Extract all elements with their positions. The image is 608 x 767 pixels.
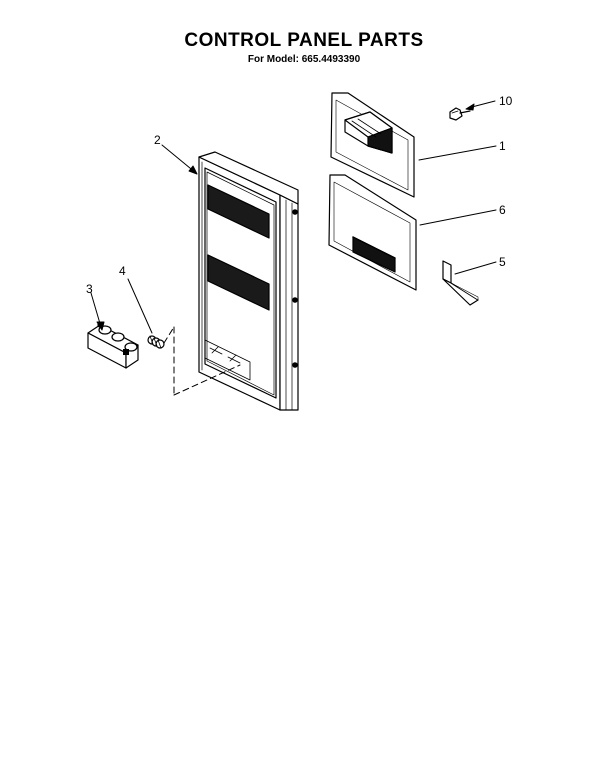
lower-circuit-board	[328, 174, 417, 291]
knob-block	[87, 322, 139, 369]
page-title: CONTROL PANEL PARTS	[184, 30, 424, 51]
upper-circuit-board	[330, 92, 415, 198]
callout-4: 4	[119, 264, 126, 278]
callout-5: 5	[499, 255, 506, 269]
leader-lines	[90, 100, 497, 334]
callout-2: 2	[154, 133, 161, 147]
model-subtitle: For Model: 665.4493390	[247, 54, 361, 65]
spring	[147, 335, 165, 349]
screw	[449, 107, 471, 121]
callout-10: 10	[499, 94, 513, 108]
callout-6: 6	[499, 203, 506, 217]
bracket	[442, 260, 479, 306]
callout-3: 3	[86, 282, 93, 296]
alignment-guide	[163, 326, 241, 396]
control-panel-frame	[198, 151, 299, 411]
callout-1: 1	[499, 139, 506, 153]
